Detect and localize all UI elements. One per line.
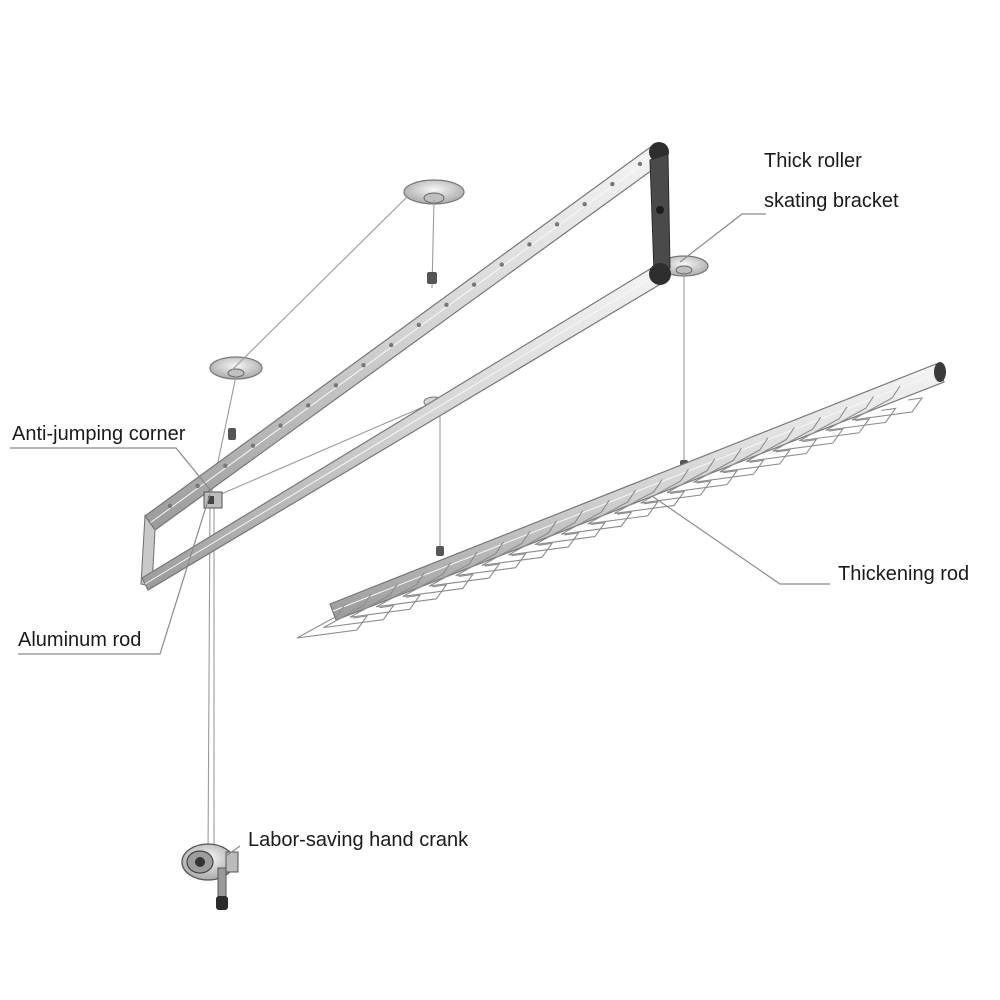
- rail-hole: [195, 483, 200, 489]
- hanger: [640, 468, 712, 504]
- hanger: [851, 385, 924, 421]
- thickening-rod: [329, 362, 946, 621]
- rail-hole: [471, 282, 477, 287]
- hanger: [296, 603, 369, 639]
- hanger: [772, 416, 844, 452]
- anti-jumping-corner: [203, 491, 223, 509]
- rail-hole: [416, 322, 422, 328]
- hanger: [825, 396, 897, 431]
- rail-hole: [499, 262, 504, 267]
- suspension-wires: [207, 195, 685, 859]
- rail-hole: [637, 161, 643, 167]
- leader-lines: [10, 213, 830, 857]
- hanger-row: [296, 385, 924, 639]
- thick-roller-skating-bracket: [649, 142, 671, 285]
- rail-hole: [223, 463, 228, 468]
- rail-hole: [278, 423, 283, 428]
- label-hand-crank: Labor-saving hand crank: [248, 829, 469, 851]
- labor-saving-hand-crank: [181, 843, 239, 910]
- label-thick-roller-line2: skating bracket: [764, 190, 899, 212]
- hanger: [719, 437, 792, 473]
- hanger: [666, 458, 739, 494]
- rail-hole: [610, 181, 615, 187]
- rail-hole: [444, 302, 449, 308]
- ceiling-mount-right: [659, 255, 709, 277]
- rail-hole: [333, 383, 339, 388]
- hanger: [693, 447, 765, 483]
- rail-hole: [361, 362, 366, 368]
- aluminum-rod: [141, 265, 665, 591]
- rail-hole: [527, 242, 532, 247]
- hanger: [323, 593, 395, 629]
- rail-hole: [554, 222, 560, 227]
- hanger: [402, 562, 474, 598]
- hanger: [534, 510, 607, 546]
- rail-hole: [250, 443, 256, 448]
- rail-hole: [306, 403, 311, 408]
- upper-rail: [144, 145, 667, 531]
- label-thickening-rod: Thickening rod: [838, 563, 969, 585]
- hanger: [428, 551, 501, 587]
- hanger: [587, 489, 659, 525]
- rail-hole: [167, 503, 173, 509]
- label-anti-jumping-corner: Anti-jumping corner: [12, 423, 186, 445]
- rail-hole: [582, 202, 587, 207]
- hanger: [561, 499, 633, 535]
- hanger: [376, 572, 448, 608]
- label-aluminum-rod: Aluminum rod: [18, 629, 141, 651]
- hanger: [746, 427, 818, 463]
- hanger: [613, 479, 686, 514]
- hanger: [798, 406, 871, 442]
- hanger: [481, 531, 554, 566]
- hanger: [455, 541, 527, 577]
- label-thick-roller-line1: Thick roller: [764, 150, 862, 172]
- upper-rail-holes: [167, 161, 643, 509]
- hanger: [349, 582, 422, 618]
- rail-hole: [388, 342, 394, 348]
- ceiling-mount-middle: [209, 356, 263, 380]
- hanger: [508, 520, 580, 556]
- ceiling-mount-left: [403, 179, 465, 205]
